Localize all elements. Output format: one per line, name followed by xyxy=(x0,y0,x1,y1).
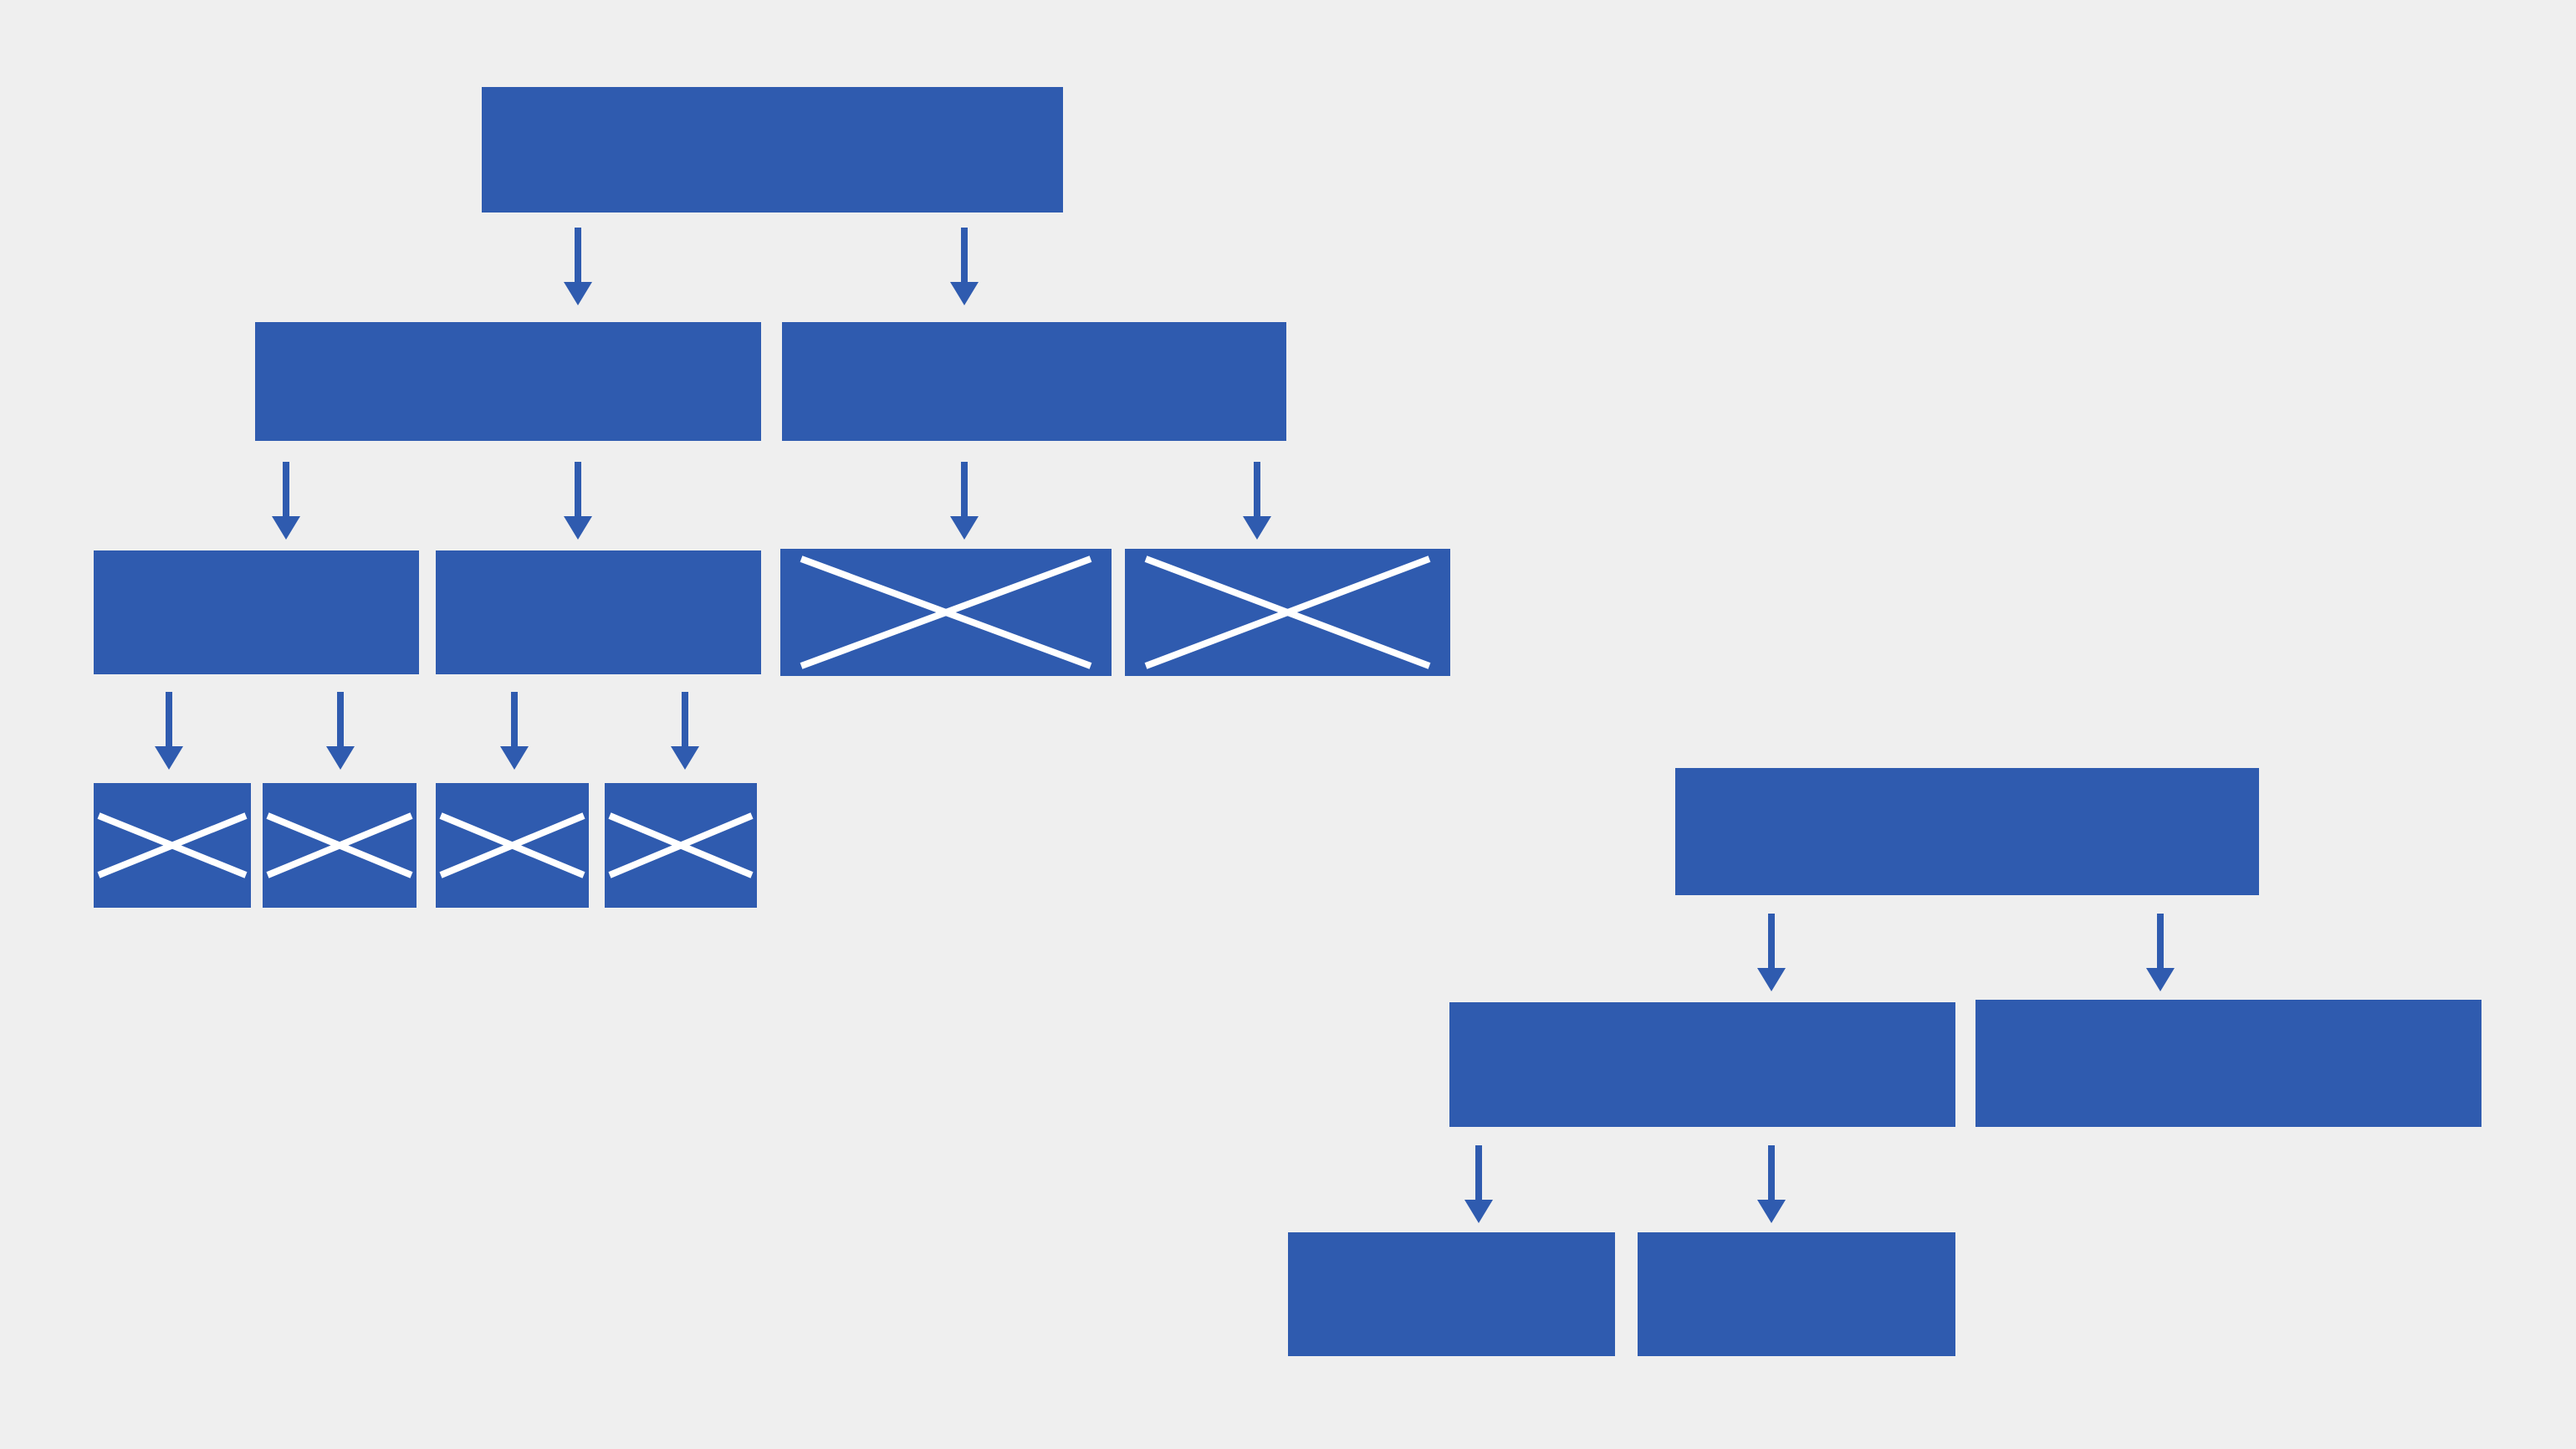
arrow-head xyxy=(326,746,355,770)
left-tree-grandchild-2-box xyxy=(436,550,761,674)
left-tree-down-arrow-connector xyxy=(1243,462,1271,540)
arrow-stem xyxy=(2157,914,2164,968)
right-tree-down-arrow-connector xyxy=(1464,1145,1493,1223)
arrow-head xyxy=(950,282,979,305)
left-tree-leaf-4-box xyxy=(605,783,757,908)
right-tree-down-arrow-connector xyxy=(1757,1145,1786,1223)
arrow-head xyxy=(1757,968,1786,991)
left-tree-down-arrow-connector xyxy=(326,692,355,770)
arrow-stem xyxy=(1768,914,1775,968)
left-tree-child-1-box xyxy=(255,322,761,441)
right-tree-child-2-box xyxy=(1975,1000,2481,1127)
arrow-stem xyxy=(961,228,968,282)
arrow-head xyxy=(1757,1200,1786,1223)
arrow-stem xyxy=(961,462,968,516)
left-tree-down-arrow-connector xyxy=(564,462,592,540)
arrow-head xyxy=(950,516,979,540)
arrow-stem xyxy=(1768,1145,1775,1200)
left-tree-grandchild-3-box xyxy=(780,549,1112,676)
left-tree-down-arrow-connector xyxy=(155,692,183,770)
right-tree-down-arrow-connector xyxy=(2146,914,2175,991)
arrow-head xyxy=(500,746,529,770)
arrow-stem xyxy=(682,692,688,746)
left-tree-down-arrow-connector xyxy=(564,228,592,305)
cross-out-icon xyxy=(436,783,589,908)
left-tree-down-arrow-connector xyxy=(500,692,529,770)
left-tree-down-arrow-connector xyxy=(272,462,300,540)
left-tree-grandchild-4-box xyxy=(1125,549,1450,676)
left-tree-leaf-1-box xyxy=(94,783,251,908)
arrow-stem xyxy=(511,692,518,746)
arrow-stem xyxy=(1475,1145,1482,1200)
arrow-stem xyxy=(575,462,581,516)
left-tree-down-arrow-connector xyxy=(950,462,979,540)
right-tree-grandchild-1-box xyxy=(1288,1232,1615,1356)
arrow-head xyxy=(272,516,300,540)
arrow-stem xyxy=(166,692,172,746)
left-tree-root-box xyxy=(482,87,1063,212)
arrow-head xyxy=(1243,516,1271,540)
arrow-stem xyxy=(337,692,344,746)
right-tree-child-1-box xyxy=(1449,1002,1955,1127)
arrow-stem xyxy=(575,228,581,282)
left-tree-down-arrow-connector xyxy=(671,692,699,770)
left-tree-leaf-3-box xyxy=(436,783,589,908)
left-tree-leaf-2-box xyxy=(263,783,417,908)
left-tree-child-2-box xyxy=(782,322,1286,441)
right-tree-grandchild-2-box xyxy=(1638,1232,1955,1356)
arrow-head xyxy=(564,282,592,305)
arrow-head xyxy=(2146,968,2175,991)
left-tree-down-arrow-connector xyxy=(950,228,979,305)
arrow-head xyxy=(1464,1200,1493,1223)
cross-out-icon xyxy=(94,783,251,908)
arrow-head xyxy=(155,746,183,770)
arrow-stem xyxy=(1254,462,1260,516)
arrow-stem xyxy=(283,462,289,516)
arrow-head xyxy=(564,516,592,540)
right-tree-root-box xyxy=(1675,768,2259,895)
cross-out-icon xyxy=(263,783,417,908)
cross-out-icon xyxy=(605,783,757,908)
arrow-head xyxy=(671,746,699,770)
cross-out-icon xyxy=(780,549,1112,676)
right-tree-down-arrow-connector xyxy=(1757,914,1786,991)
left-tree-grandchild-1-box xyxy=(94,550,419,674)
cross-out-icon xyxy=(1125,549,1450,676)
